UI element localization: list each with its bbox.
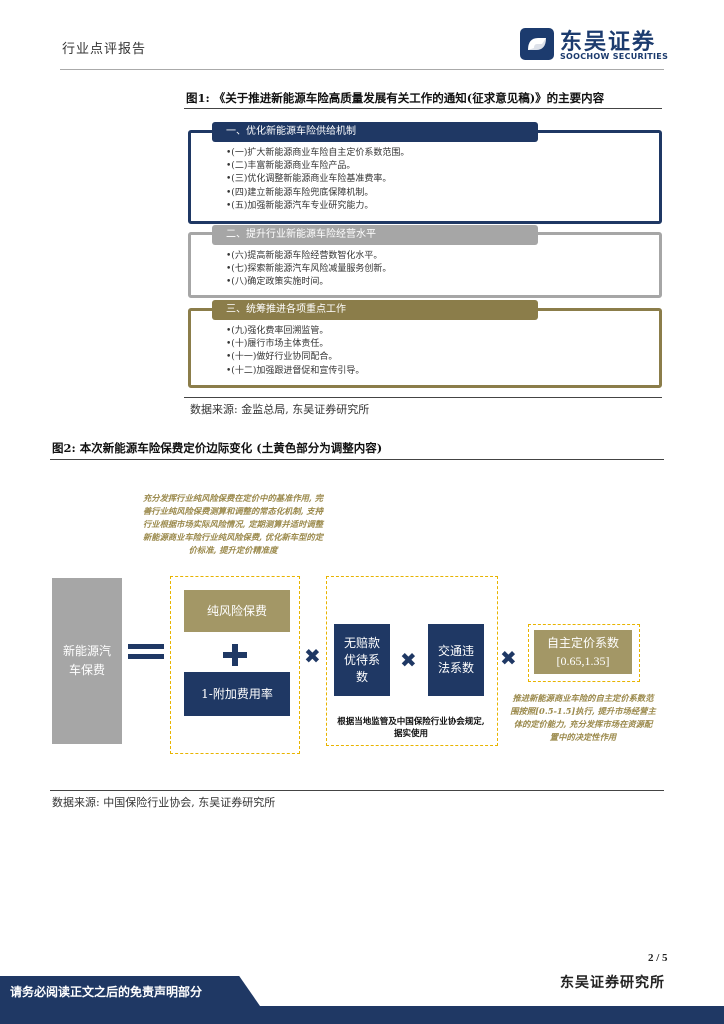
loading-label: 1-附加费用率 bbox=[201, 687, 273, 701]
footer-bar bbox=[0, 1006, 724, 1024]
figure1-section3-heading: 三、统筹推进各项重点工作 bbox=[212, 300, 538, 320]
list-item: •(二)丰富新能源商业车险产品。 bbox=[226, 161, 356, 172]
pure-risk-label: 纯风险保费 bbox=[206, 604, 267, 618]
figure1-bottom-rule bbox=[184, 397, 662, 398]
multiply-sign: ✖ bbox=[400, 648, 417, 672]
self-pricing-range: [0.65,1.35] bbox=[556, 654, 610, 668]
adjustment-group bbox=[326, 576, 498, 746]
page-number: 2 / 5 bbox=[648, 952, 668, 964]
figure1-title: 图1: 《关于推进新能源车险高质量发展有关工作的通知(征求意见稿)》的主要内容 bbox=[186, 91, 605, 105]
figure1-section3-list: •(九)强化费率回溯监管。 •(十)履行市场主体责任。 •(十一)做好行业协同配… bbox=[226, 325, 646, 378]
report-type: 行业点评报告 bbox=[62, 42, 147, 57]
figure2-title: 图2: 本次新能源车险保费定价边际变化 (土黄色部分为调整内容) bbox=[52, 441, 383, 455]
premium-box: 新能源汽车保费 bbox=[52, 578, 122, 744]
ncd-label: 无赔款优待系数 bbox=[343, 635, 380, 684]
self-pricing-group bbox=[528, 624, 640, 682]
logo-en-text: SOOCHOW SECURITIES bbox=[560, 52, 669, 61]
list-item: •(九)强化费率回溯监管。 bbox=[226, 326, 329, 336]
figure1-section1-heading: 一、优化新能源车险供给机制 bbox=[212, 122, 538, 142]
list-item: •(四)建立新能源车险兜底保障机制。 bbox=[226, 187, 374, 198]
figure2-right-note: 推进新能源商业车险的自主定价系数范围按照[0.5-1.5]执行, 提升市场经营主… bbox=[510, 693, 656, 742]
logo-mark-icon bbox=[520, 28, 554, 60]
logo-cn-text: 东吴证券 bbox=[560, 30, 657, 55]
list-item: •(五)加强新能源汽车专业研究能力。 bbox=[226, 200, 374, 211]
company-logo: 东吴证券 SOOCHOW SECURITIES bbox=[520, 26, 680, 66]
list-item: •(七)探索新能源汽车风险减量服务创新。 bbox=[226, 264, 392, 275]
figure1-section1-list: •(一)扩大新能源商业车险自主定价系数范围。 •(二)丰富新能源商业车险产品。 … bbox=[226, 147, 646, 213]
ncd-box: 无赔款优待系数 bbox=[334, 624, 390, 696]
footer-org: 东吴证券研究所 bbox=[560, 975, 665, 991]
list-item: •(十二)加强跟进督促和宣传引导。 bbox=[226, 365, 365, 376]
figure2-top-note: 充分发挥行业纯风险保费在定价中的基准作用, 完善行业纯风险保费测算和调整的常态化… bbox=[142, 493, 323, 555]
list-item: •(一)扩大新能源商业车险自主定价系数范围。 bbox=[226, 148, 410, 158]
figure1-top-rule bbox=[184, 108, 662, 109]
figure2-source: 数据来源: 中国保险行业协会, 东吴证券研究所 bbox=[52, 796, 276, 809]
loading-box: 1-附加费用率 bbox=[184, 672, 290, 716]
list-item: •(八)确定政策实施时间。 bbox=[226, 277, 329, 288]
middle-note: 根据当地监管及中国保险行业协会规定, 据实使用 bbox=[337, 717, 485, 739]
self-pricing-label: 自主定价系数 bbox=[546, 636, 619, 650]
disclaimer-band: 请务必阅读正文之后的免责声明部分 bbox=[0, 976, 260, 1006]
self-pricing-box: 自主定价系数 [0.65,1.35] bbox=[534, 630, 632, 674]
figure1-section2-heading: 二、提升行业新能源车险经营水平 bbox=[212, 225, 538, 245]
multiply-sign: ✖ bbox=[500, 646, 517, 670]
list-item: •(六)提高新能源车险经营数智化水平。 bbox=[226, 251, 383, 261]
figure1-source: 数据来源: 金监总局, 东吴证券研究所 bbox=[190, 403, 370, 416]
pure-risk-group bbox=[170, 576, 300, 754]
disclaimer-text: 请务必阅读正文之后的免责声明部分 bbox=[10, 985, 203, 999]
header-divider bbox=[60, 69, 664, 70]
traffic-box: 交通违法系数 bbox=[428, 624, 484, 696]
traffic-label: 交通违法系数 bbox=[437, 644, 474, 675]
list-item: •(三)优化调整新能源商业车险基准费率。 bbox=[226, 174, 392, 185]
premium-box-label: 新能源汽车保费 bbox=[62, 644, 111, 677]
equals-sign: = bbox=[128, 644, 164, 660]
list-item: •(十)履行市场主体责任。 bbox=[226, 339, 329, 350]
list-item: •(十一)做好行业协同配合。 bbox=[226, 352, 338, 363]
plus-sign: + bbox=[223, 644, 247, 666]
figure2-bottom-rule bbox=[50, 790, 664, 791]
figure1-section2-list: •(六)提高新能源车险经营数智化水平。 •(七)探索新能源汽车风险减量服务创新。… bbox=[226, 250, 646, 290]
figure2-top-rule bbox=[50, 459, 664, 460]
pure-risk-box: 纯风险保费 bbox=[184, 590, 290, 632]
multiply-sign: ✖ bbox=[304, 644, 321, 668]
